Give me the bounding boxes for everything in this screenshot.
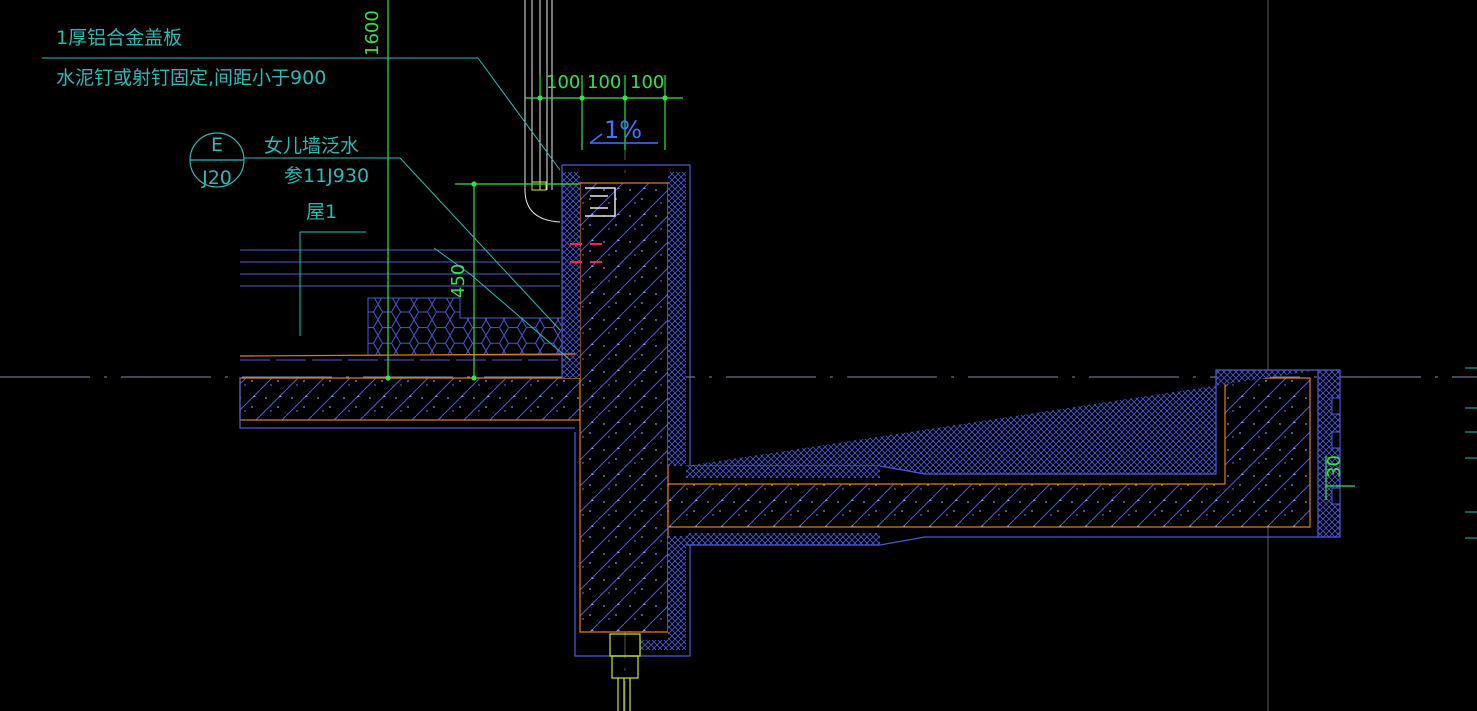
cover-plate xyxy=(585,187,616,217)
window-frame xyxy=(609,633,641,711)
canopy-slab xyxy=(667,369,1341,546)
dim-seg-1: 100 xyxy=(546,72,580,93)
slope-label: 1% xyxy=(604,116,642,144)
callout-letter: E xyxy=(211,134,223,156)
roof-slab xyxy=(239,377,581,429)
dim-450: 450 xyxy=(448,264,469,298)
detail-index-circle-icon: E J20 xyxy=(189,132,245,189)
dim-seg-2: 100 xyxy=(587,72,621,93)
fixing-marker xyxy=(570,243,602,263)
parapet-wall xyxy=(561,164,691,657)
leader-lines xyxy=(42,57,571,361)
note-parapet-flashing: 女儿墙泛水 xyxy=(264,135,359,157)
callout-sheet: J20 xyxy=(201,167,232,189)
note-cover-plate: 1厚铝合金盖板 xyxy=(56,27,182,49)
dim-30: 30 xyxy=(1324,455,1345,478)
note-roof-ref: 屋1 xyxy=(306,201,337,223)
roof-buildup xyxy=(239,249,576,361)
note-reference-std: 参11J930 xyxy=(284,165,369,187)
dim-1600: 1600 xyxy=(362,10,383,56)
slope-indicator xyxy=(589,133,658,144)
dim-seg-3: 100 xyxy=(630,72,664,93)
dimension-lines xyxy=(385,0,1355,500)
downpipe xyxy=(524,0,561,223)
note-fixing: 水泥钉或射钉固定,间距小于900 xyxy=(56,67,326,89)
edge-ticks xyxy=(1465,367,1477,539)
